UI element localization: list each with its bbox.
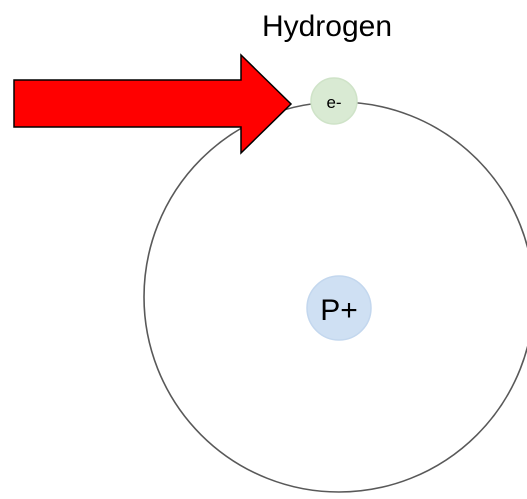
- nucleus-proton: [306, 275, 372, 341]
- pointer-arrow: [13, 53, 293, 155]
- diagram-title: Hydrogen: [262, 10, 392, 43]
- nucleus-label: P+: [320, 294, 358, 327]
- electron: [310, 77, 358, 125]
- electron-label: e-: [326, 93, 341, 112]
